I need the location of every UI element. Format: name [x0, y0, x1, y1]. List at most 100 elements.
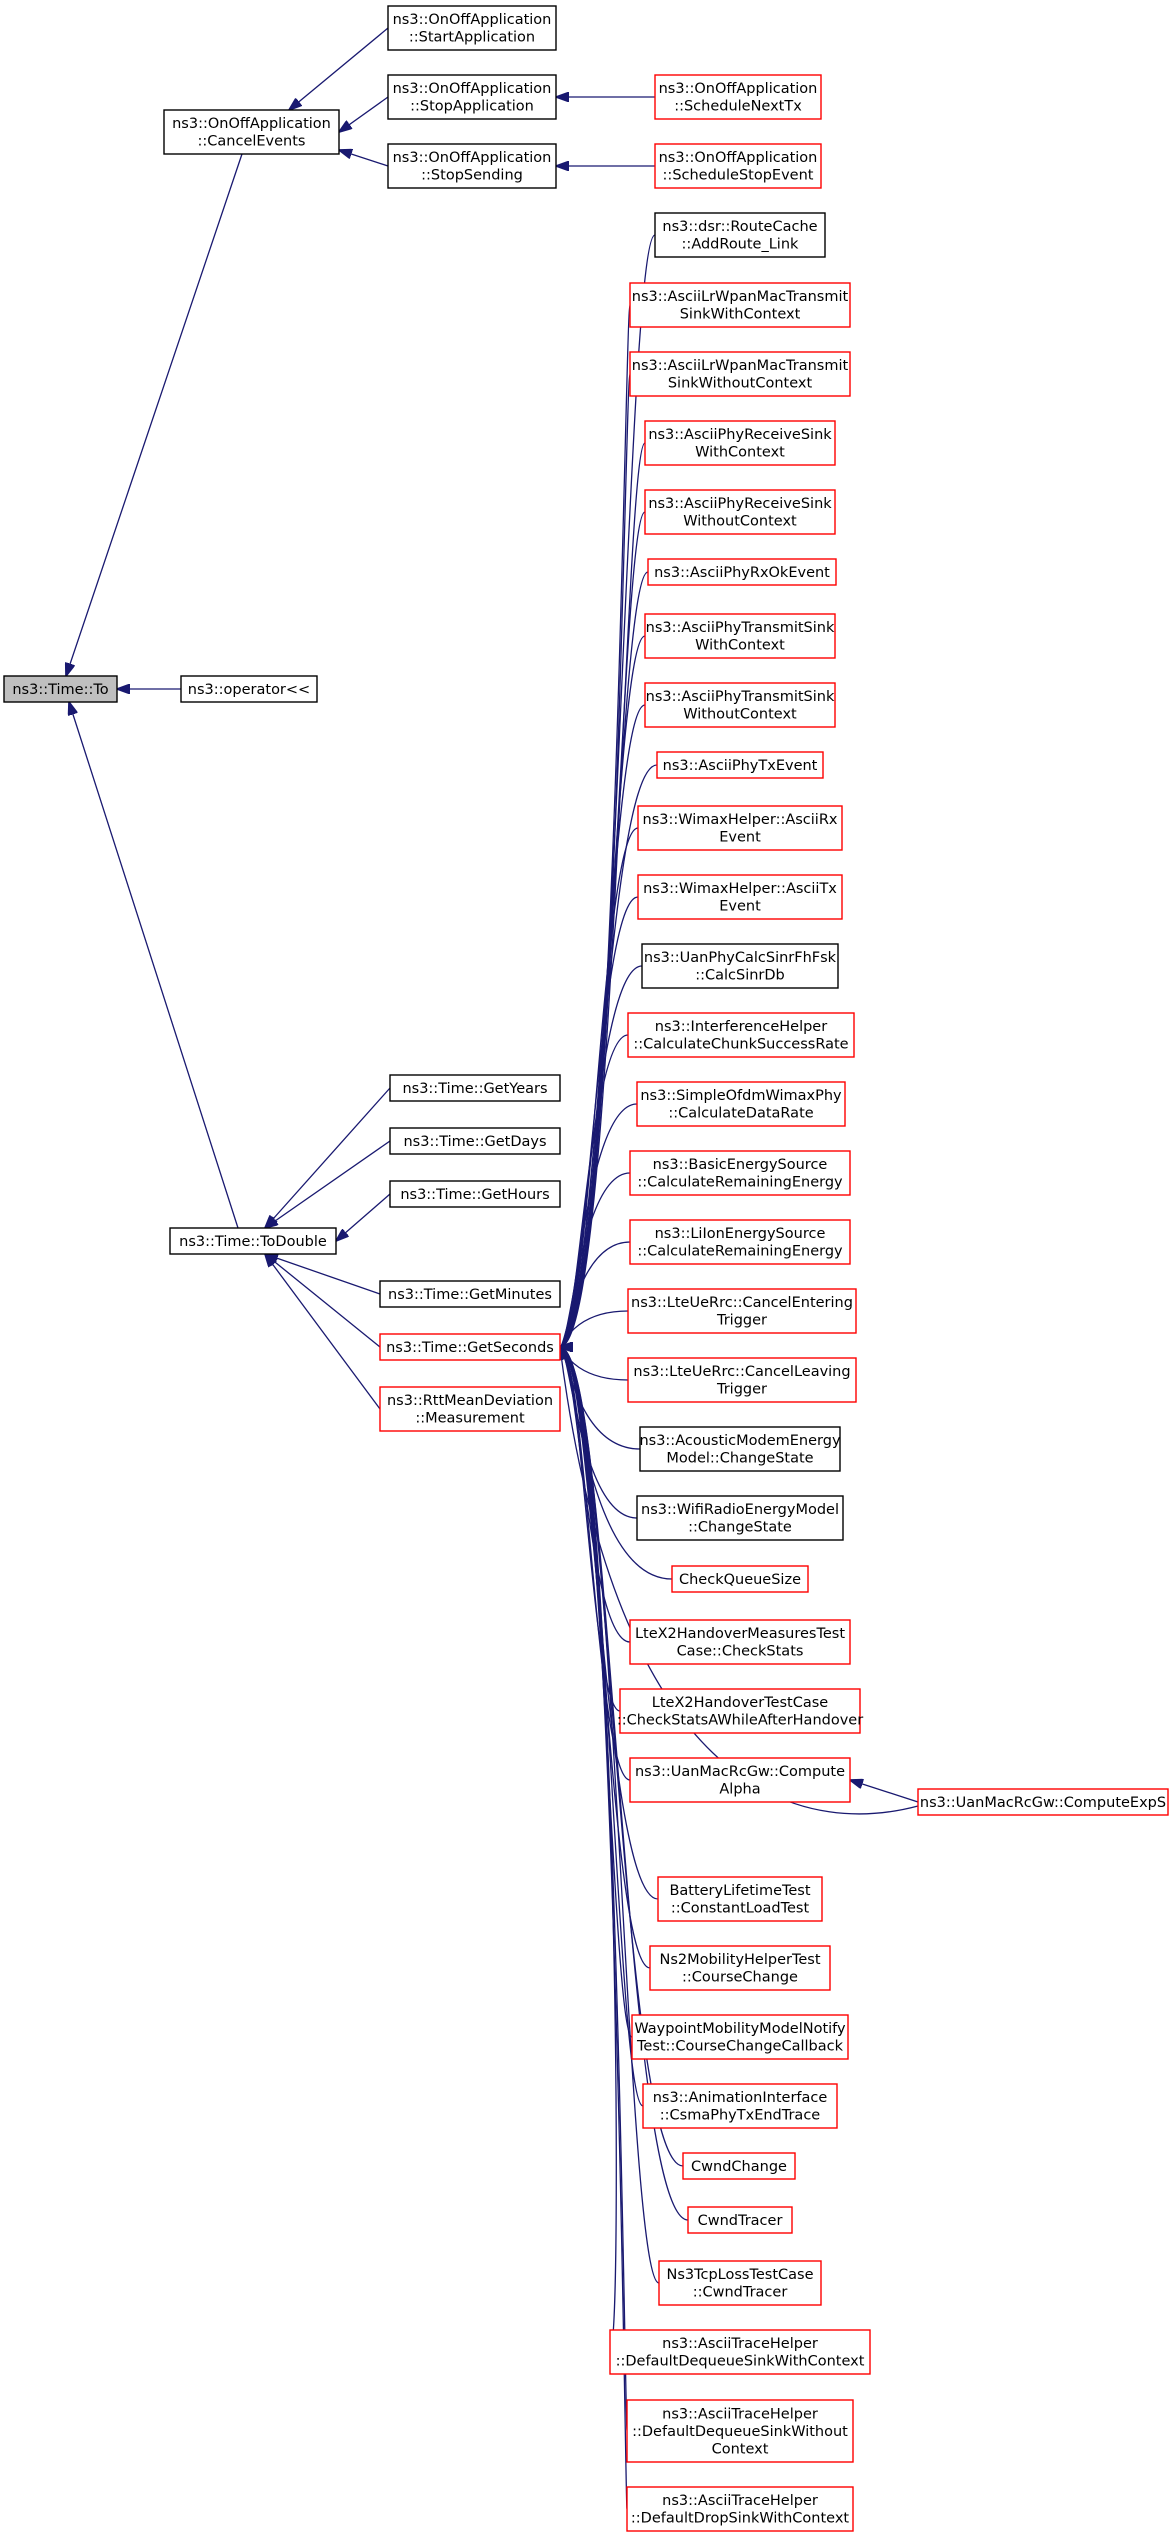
node-box — [619, 1688, 861, 1734]
node-c03[interactable]: ns3::AsciiLrWpanMacTransmitSinkWithoutCo… — [629, 351, 851, 397]
node-c26[interactable]: Ns2MobilityHelperTest::CourseChange — [649, 1945, 831, 1991]
node-c30[interactable]: CwndTracer — [687, 2206, 793, 2234]
node-label-line: ns3::Time::ToDouble — [179, 1234, 327, 1250]
node-label-line: WaypointMobilityModelNotify — [634, 2021, 846, 2037]
node-c16[interactable]: ns3::LiIonEnergySource::CalculateRemaini… — [629, 1219, 851, 1265]
node-label-line: ::ScheduleNextTx — [674, 99, 802, 115]
node-c31[interactable]: Ns3TcpLossTestCase::CwndTracer — [658, 2260, 822, 2306]
edge-stopSending-to-cancelEvents — [339, 150, 389, 167]
node-label-line: ns3::WimaxHelper::AsciiTx — [643, 881, 837, 897]
node-box — [627, 1012, 855, 1058]
node-box — [917, 1788, 1169, 1816]
node-label-line: ns3::Time::GetSeconds — [386, 1340, 554, 1356]
node-label-line: WithoutContext — [683, 514, 797, 530]
node-box — [637, 874, 843, 920]
edges-layer — [66, 27, 919, 2510]
node-box — [389, 1074, 561, 1102]
node-c14[interactable]: ns3::SimpleOfdmWimaxPhy::CalculateDataRa… — [636, 1081, 846, 1127]
node-label-line: ns3::AsciiPhyTxEvent — [663, 758, 818, 774]
node-c34[interactable]: ns3::AsciiTraceHelper::DefaultDropSinkWi… — [626, 2486, 854, 2532]
edge-cancelEvents-to-to — [66, 153, 243, 676]
node-box — [379, 1386, 561, 1432]
edge-startApp-to-cancelEvents — [289, 27, 389, 110]
node-box — [656, 751, 824, 779]
node-cancelEvents[interactable]: ns3::OnOffApplication::CancelEvents — [163, 109, 340, 155]
node-label-line: ::CalculateRemainingEnergy — [637, 1244, 843, 1260]
node-box — [387, 74, 557, 120]
node-box — [641, 943, 839, 989]
node-c33[interactable]: ns3::AsciiTraceHelper::DefaultDequeueSin… — [626, 2399, 854, 2463]
node-label-line: ::CalculateChunkSuccessRate — [633, 1037, 848, 1053]
node-to[interactable]: ns3::Time::To — [3, 675, 118, 703]
node-label-line: SinkWithoutContext — [668, 376, 813, 392]
node-c12[interactable]: ns3::UanPhyCalcSinrFhFsk::CalcSinrDb — [641, 943, 839, 989]
node-label-line: ns3::operator<< — [188, 682, 310, 698]
node-c22[interactable]: LteX2HandoverMeasuresTestCase::CheckStat… — [629, 1619, 851, 1665]
node-scheduleNextTx[interactable]: ns3::OnOffApplication::ScheduleNextTx — [654, 74, 822, 120]
node-label-line: ns3::Time::GetYears — [402, 1081, 547, 1097]
node-label-line: ns3::Time::GetHours — [400, 1187, 549, 1203]
node-box — [629, 351, 851, 397]
node-c25[interactable]: BatteryLifetimeTest::ConstantLoadTest — [657, 1876, 823, 1922]
edge-getMinutes-to-toDouble — [265, 1254, 381, 1295]
node-label-line: WithContext — [695, 638, 785, 654]
node-label-line: ns3::LteUeRrc::CancelEntering — [631, 1295, 853, 1311]
node-stopSending[interactable]: ns3::OnOffApplication::StopSending — [387, 143, 557, 189]
node-c29[interactable]: CwndChange — [682, 2152, 796, 2180]
node-computeExpS[interactable]: ns3::UanMacRcGw::ComputeExpS — [917, 1788, 1169, 1816]
node-c32[interactable]: ns3::AsciiTraceHelper::DefaultDequeueSin… — [609, 2329, 871, 2375]
node-label-line: Model::ChangeState — [666, 1451, 813, 1467]
node-getHours[interactable]: ns3::Time::GetHours — [389, 1180, 561, 1208]
node-box — [387, 5, 557, 51]
node-toDouble[interactable]: ns3::Time::ToDouble — [169, 1227, 337, 1255]
node-label-line: SinkWithContext — [680, 307, 801, 323]
node-c20[interactable]: ns3::WifiRadioEnergyModel::ChangeState — [636, 1495, 844, 1541]
node-c13[interactable]: ns3::InterferenceHelper::CalculateChunkS… — [627, 1012, 855, 1058]
node-c09[interactable]: ns3::AsciiPhyTxEvent — [656, 751, 824, 779]
node-getMinutes[interactable]: ns3::Time::GetMinutes — [379, 1280, 561, 1308]
node-label-line: ::StartApplication — [409, 30, 535, 46]
node-getYears[interactable]: ns3::Time::GetYears — [389, 1074, 561, 1102]
node-c06[interactable]: ns3::AsciiPhyRxOkEvent — [647, 558, 837, 586]
node-c15[interactable]: ns3::BasicEnergySource::CalculateRemaini… — [629, 1150, 851, 1196]
node-label-line: ns3::UanPhyCalcSinrFhFsk — [644, 950, 837, 966]
node-c28[interactable]: ns3::AnimationInterface::CsmaPhyTxEndTra… — [642, 2083, 838, 2129]
node-label-line: ::CalculateDataRate — [668, 1106, 813, 1122]
node-label-line: ::AddRoute_Link — [682, 237, 799, 253]
node-label-line: LteX2HandoverTestCase — [652, 1695, 828, 1711]
node-label-line: Trigger — [716, 1382, 767, 1398]
node-box — [671, 1565, 809, 1593]
node-c27[interactable]: WaypointMobilityModelNotifyTest::CourseC… — [631, 2014, 849, 2060]
node-operatorLL[interactable]: ns3::operator<< — [180, 675, 318, 703]
node-box — [687, 2206, 793, 2234]
node-stopApp[interactable]: ns3::OnOffApplication::StopApplication — [387, 74, 557, 120]
node-box — [644, 489, 836, 535]
edge-getDays-to-toDouble — [265, 1140, 391, 1228]
node-c21[interactable]: CheckQueueSize — [671, 1565, 809, 1593]
node-getSeconds[interactable]: ns3::Time::GetSeconds — [379, 1333, 561, 1361]
node-c02[interactable]: ns3::AsciiLrWpanMacTransmitSinkWithConte… — [629, 282, 851, 328]
node-label-line: Case::CheckStats — [677, 1644, 804, 1660]
node-scheduleStopEvent[interactable]: ns3::OnOffApplication::ScheduleStopEvent — [654, 143, 822, 189]
node-label-line: ::CsmaPhyTxEndTrace — [660, 2108, 821, 2124]
node-rttMeasurement[interactable]: ns3::RttMeanDeviation::Measurement — [379, 1386, 561, 1432]
node-label-line: ::CancelEvents — [198, 134, 306, 150]
node-c19[interactable]: ns3::AcousticModemEnergyModel::ChangeSta… — [639, 1426, 841, 1472]
node-c23[interactable]: LteX2HandoverTestCase::CheckStatsAWhileA… — [617, 1688, 863, 1734]
node-label-line: ::ScheduleStopEvent — [663, 168, 814, 184]
node-startApp[interactable]: ns3::OnOffApplication::StartApplication — [387, 5, 557, 51]
node-c01[interactable]: ns3::dsr::RouteCache::AddRoute_Link — [654, 212, 826, 258]
node-label-line: ns3::Time::GetDays — [403, 1134, 546, 1150]
node-box — [626, 2486, 854, 2532]
node-label-line: ns3::LiIonEnergySource — [655, 1226, 826, 1242]
node-getDays[interactable]: ns3::Time::GetDays — [389, 1127, 561, 1155]
